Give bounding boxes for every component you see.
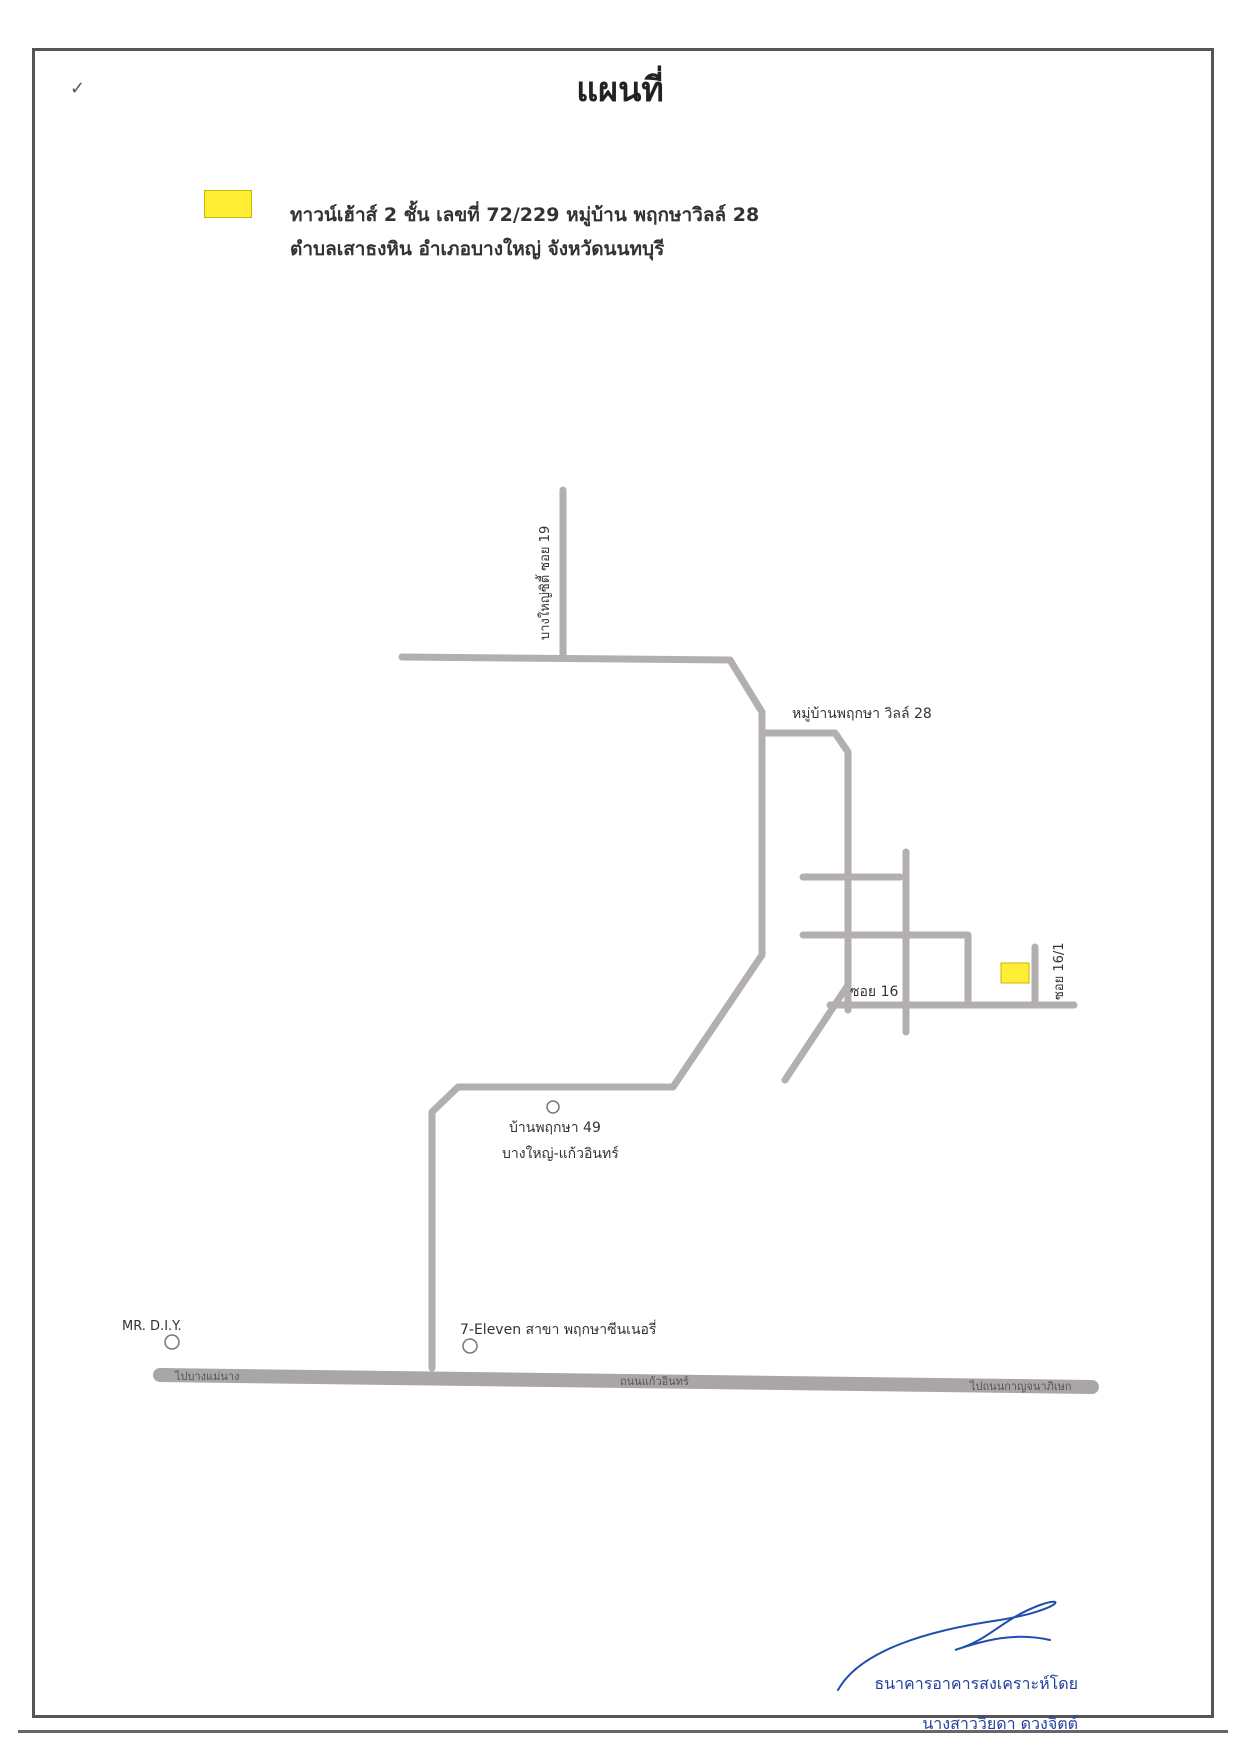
label-kaew-in-road: ถนนแก้วอินทร์ bbox=[620, 1375, 689, 1388]
label-soi-16: ซอย 16 bbox=[850, 984, 898, 1000]
label-baan-49: บ้านพฤกษา 49 bbox=[509, 1120, 601, 1136]
label-soi-19: บางใหญ่ซิตี้ ซอย 19 bbox=[535, 526, 553, 640]
road-network bbox=[398, 486, 1078, 1372]
bottom-rule bbox=[18, 1730, 1228, 1733]
poi-seven-eleven-marker bbox=[462, 1338, 478, 1354]
label-to-bang-mae-nang: ไปบางแม่นาง bbox=[174, 1370, 239, 1383]
road-diagonal-sw bbox=[781, 981, 852, 1084]
legend-address-line2: ตำบลเสาธงหิน อำเภอบางใหญ่ จังหวัดนนทบุรี bbox=[290, 238, 665, 260]
legend-address-line1: ทาวน์เฮ้าส์ 2 ชั้น เลขที่ 72/229 หมู่บ้า… bbox=[290, 204, 760, 226]
label-village: หมู่บ้านพฤกษา วิลล์ 28 bbox=[792, 705, 932, 722]
check-mark: ✓ bbox=[70, 78, 86, 99]
label-mrdiy: MR. D.I.Y. bbox=[122, 1319, 182, 1334]
road-top-horizontal bbox=[398, 653, 766, 1372]
label-seven-eleven: 7-Eleven สาขา พฤกษาซีนเนอรี่ bbox=[460, 1320, 657, 1338]
label-to-kanchanaphisek: ไปถนนกาญจนาภิเษก bbox=[969, 1380, 1072, 1393]
road-side-2 bbox=[799, 931, 972, 1004]
label-soi-16-1: ซอย 16/1 bbox=[1052, 942, 1067, 1000]
map-labels: บางใหญ่ซิตี้ ซอย 19 หมู่บ้านพฤกษา วิลล์ … bbox=[122, 526, 1072, 1393]
poi-baan-49-marker bbox=[546, 1100, 560, 1114]
page-frame bbox=[32, 48, 1214, 1718]
legend-swatch bbox=[204, 190, 252, 218]
target-house-marker bbox=[1000, 962, 1030, 984]
label-bangyai-kaew: บางใหญ่-แก้วอินทร์ bbox=[502, 1145, 619, 1162]
signature-name: นางสาววิยดา ดวงจิตต์ bbox=[922, 1714, 1078, 1733]
signature-org: ธนาคารอาคารสงเคราะห์โดย bbox=[874, 1674, 1078, 1693]
page-title: แผนที่ bbox=[576, 70, 664, 110]
signature-flourish bbox=[837, 1600, 1057, 1691]
road-kaew-in bbox=[153, 1368, 1099, 1394]
poi-mrdiy-marker bbox=[164, 1334, 180, 1350]
road-village-branch bbox=[761, 729, 852, 1014]
